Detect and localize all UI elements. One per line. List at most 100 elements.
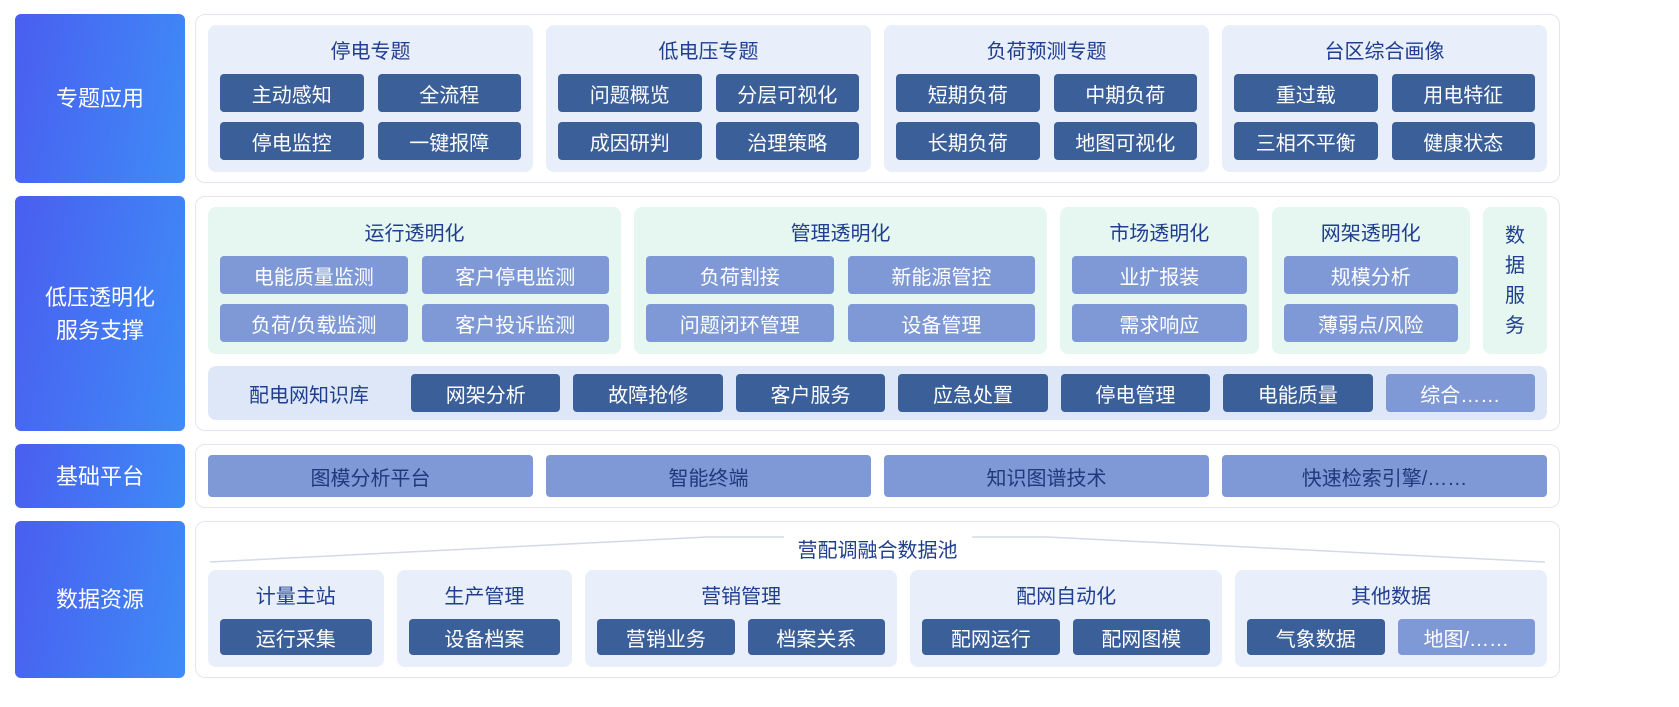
feature-button[interactable]: 负荷/负载监测 — [220, 304, 408, 342]
feature-button[interactable]: 健康状态 — [1391, 122, 1535, 160]
knowledge-button[interactable]: 故障抢修 — [573, 374, 723, 412]
feature-button[interactable]: 分层可视化 — [715, 74, 859, 112]
platform-button[interactable]: 快速检索引擎/…… — [1222, 455, 1547, 497]
section-label-topic-apps: 专题应用 — [15, 14, 185, 183]
group-other-data: 其他数据 气象数据 地图/…… — [1235, 570, 1548, 667]
feature-button[interactable]: 问题概览 — [558, 74, 702, 112]
feature-button[interactable]: 设备管理 — [847, 304, 1036, 342]
knowledge-button[interactable]: 停电管理 — [1060, 374, 1211, 412]
group-title: 营销管理 — [701, 586, 782, 608]
feature-button[interactable]: 三相不平衡 — [1234, 122, 1378, 160]
button-row: 配网运行 配网图模 — [922, 619, 1211, 655]
feature-button[interactable]: 全流程 — [377, 74, 521, 112]
knowledge-base-label: 配电网知识库 — [249, 384, 369, 407]
knowledge-more-button[interactable]: 综合…… — [1385, 374, 1535, 412]
feature-button[interactable]: 电能质量监测 — [220, 256, 408, 294]
group-title: 停电专题 — [330, 41, 411, 63]
data-pool-title: 营配调融合数据池 — [783, 534, 972, 563]
feature-button[interactable]: 薄弱点/风险 — [1283, 304, 1458, 342]
feature-button[interactable]: 成因研判 — [558, 122, 702, 160]
group-title: 市场透明化 — [1109, 223, 1210, 245]
feature-button[interactable]: 主动感知 — [220, 74, 364, 112]
row-data-resources: 数据资源 营配调融合数据池 计量主站 运行采集 生产管理 — [15, 521, 1560, 678]
feature-button[interactable]: 规模分析 — [1283, 256, 1458, 294]
feature-button[interactable]: 地图可视化 — [1053, 122, 1197, 160]
group-title: 配网自动化 — [1016, 586, 1117, 608]
data-service-label: 数据服务 — [1505, 224, 1525, 337]
platform-button[interactable]: 智能终端 — [546, 455, 871, 497]
section-label-data-resources: 数据资源 — [15, 521, 185, 678]
section-label-platform: 基础平台 — [15, 444, 185, 508]
feature-button[interactable]: 需求响应 — [1072, 304, 1247, 342]
group-management-transparency: 管理透明化 负荷割接 新能源管控 问题闭环管理 设备管理 — [634, 207, 1048, 354]
section-label-transparency: 低压透明化 服务支撑 — [15, 196, 185, 431]
feature-button[interactable]: 用电特征 — [1391, 74, 1535, 112]
group-title: 台区综合画像 — [1324, 41, 1445, 63]
platform-button[interactable]: 图模分析平台 — [208, 455, 533, 497]
feature-button[interactable]: 档案关系 — [747, 619, 886, 655]
group-title: 管理透明化 — [790, 223, 891, 245]
group-market-transparency: 市场透明化 业扩报装 需求响应 — [1060, 207, 1259, 354]
group-operation-transparency: 运行透明化 电能质量监测 客户停电监测 负荷/负载监测 客户投诉监测 — [208, 207, 622, 354]
platform-panel: 图模分析平台 智能终端 知识图谱技术 快速检索引擎/…… — [195, 444, 1560, 508]
feature-button[interactable]: 业扩报装 — [1072, 256, 1247, 294]
feature-more-button[interactable]: 地图/…… — [1397, 619, 1536, 655]
data-pool-header: 营配调融合数据池 — [208, 532, 1547, 564]
button-grid: 电能质量监测 客户停电监测 负荷/负载监测 客户投诉监测 — [220, 256, 610, 342]
feature-button[interactable]: 一键报障 — [377, 122, 521, 160]
feature-button[interactable]: 新能源管控 — [847, 256, 1036, 294]
feature-button[interactable]: 设备档案 — [408, 619, 561, 655]
feature-button[interactable]: 中期负荷 — [1053, 74, 1197, 112]
feature-button[interactable]: 负荷割接 — [646, 256, 834, 294]
group-low-voltage: 低电压专题 问题概览 分层可视化 成因研判 治理策略 — [546, 25, 871, 172]
feature-button[interactable]: 客户停电监测 — [421, 256, 610, 294]
row-platform: 基础平台 图模分析平台 智能终端 知识图谱技术 快速检索引擎/…… — [15, 444, 1560, 508]
transparency-groups: 运行透明化 电能质量监测 客户停电监测 负荷/负载监测 客户投诉监测 管理透明化… — [208, 207, 1547, 354]
group-title: 运行透明化 — [364, 223, 465, 245]
group-distribution-automation: 配网自动化 配网运行 配网图模 — [910, 570, 1223, 667]
button-row: 气象数据 地图/…… — [1247, 619, 1536, 655]
button-grid: 重过载 用电特征 三相不平衡 健康状态 — [1234, 74, 1535, 160]
feature-button[interactable]: 配网图模 — [1072, 619, 1211, 655]
button-row: 营销业务 档案关系 — [597, 619, 886, 655]
platform-button[interactable]: 知识图谱技术 — [884, 455, 1209, 497]
group-title: 低电压专题 — [658, 41, 759, 63]
knowledge-button[interactable]: 客户服务 — [735, 374, 886, 412]
group-title: 其他数据 — [1351, 586, 1432, 608]
group-production-mgmt: 生产管理 设备档案 — [396, 570, 573, 667]
row-topic-apps: 专题应用 停电专题 主动感知 全流程 停电监控 一键报障 低电压专题 问题概览 … — [15, 14, 1560, 183]
button-grid: 短期负荷 中期负荷 长期负荷 地图可视化 — [896, 74, 1197, 160]
knowledge-button[interactable]: 电能质量 — [1223, 374, 1373, 412]
row-transparency: 低压透明化 服务支撑 运行透明化 电能质量监测 客户停电监测 负荷/负载监测 客… — [15, 196, 1560, 431]
feature-button[interactable]: 气象数据 — [1247, 619, 1385, 655]
feature-button[interactable]: 短期负荷 — [896, 74, 1040, 112]
button-grid: 业扩报装 需求响应 — [1072, 256, 1247, 342]
group-station-profile: 台区综合画像 重过载 用电特征 三相不平衡 健康状态 — [1222, 25, 1547, 172]
data-source-groups: 计量主站 运行采集 生产管理 设备档案 营销管理 营销业务 档案关系 — [208, 570, 1548, 667]
button-grid: 问题概览 分层可视化 成因研判 治理策略 — [558, 74, 859, 160]
feature-button[interactable]: 停电监控 — [220, 122, 364, 160]
feature-button[interactable]: 客户投诉监测 — [421, 304, 610, 342]
feature-button[interactable]: 运行采集 — [220, 619, 372, 655]
knowledge-base-strip: 配电网知识库 网架分析 故障抢修 客户服务 应急处置 停电管理 电能质量 综合…… — [208, 366, 1547, 420]
feature-button[interactable]: 营销业务 — [597, 619, 735, 655]
knowledge-button[interactable]: 应急处置 — [898, 374, 1048, 412]
group-title: 生产管理 — [444, 586, 525, 608]
topic-apps-panel: 停电专题 主动感知 全流程 停电监控 一键报障 低电压专题 问题概览 分层可视化… — [195, 14, 1560, 183]
button-grid: 规模分析 薄弱点/风险 — [1283, 256, 1458, 342]
transparency-panel: 运行透明化 电能质量监测 客户停电监测 负荷/负载监测 客户投诉监测 管理透明化… — [195, 196, 1560, 431]
group-title: 计量主站 — [255, 586, 336, 608]
knowledge-button[interactable]: 网架分析 — [411, 374, 561, 412]
feature-button[interactable]: 长期负荷 — [896, 122, 1040, 160]
feature-button[interactable]: 配网运行 — [922, 619, 1060, 655]
feature-button[interactable]: 重过载 — [1234, 74, 1378, 112]
button-grid: 主动感知 全流程 停电监控 一键报障 — [220, 74, 521, 160]
feature-button[interactable]: 治理策略 — [715, 122, 859, 160]
data-service-panel: 数据服务 — [1483, 207, 1547, 354]
button-grid: 负荷割接 新能源管控 问题闭环管理 设备管理 — [646, 256, 1036, 342]
data-resources-panel: 营配调融合数据池 计量主站 运行采集 生产管理 设备档案 营销管理 — [195, 521, 1560, 678]
button-row: 设备档案 — [408, 619, 561, 655]
group-marketing-mgmt: 营销管理 营销业务 档案关系 — [585, 570, 898, 667]
feature-button[interactable]: 问题闭环管理 — [646, 304, 834, 342]
